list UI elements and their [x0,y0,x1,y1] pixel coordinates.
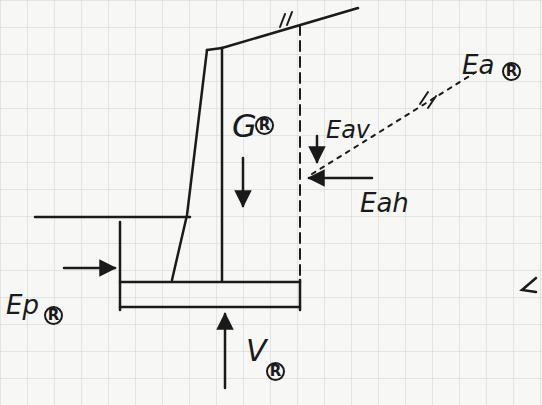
force-component: Eah [360,190,409,216]
circled-index: R [255,116,274,135]
force-symbol: Ep [6,292,39,318]
circled-index: R [44,306,63,325]
force-symbol: G [232,110,257,142]
circled-index: R [266,362,285,381]
force-symbol: V [246,336,267,366]
circled-index: R [502,62,521,81]
force-component: Eav [326,118,370,142]
force-symbol: Ea [462,52,494,78]
